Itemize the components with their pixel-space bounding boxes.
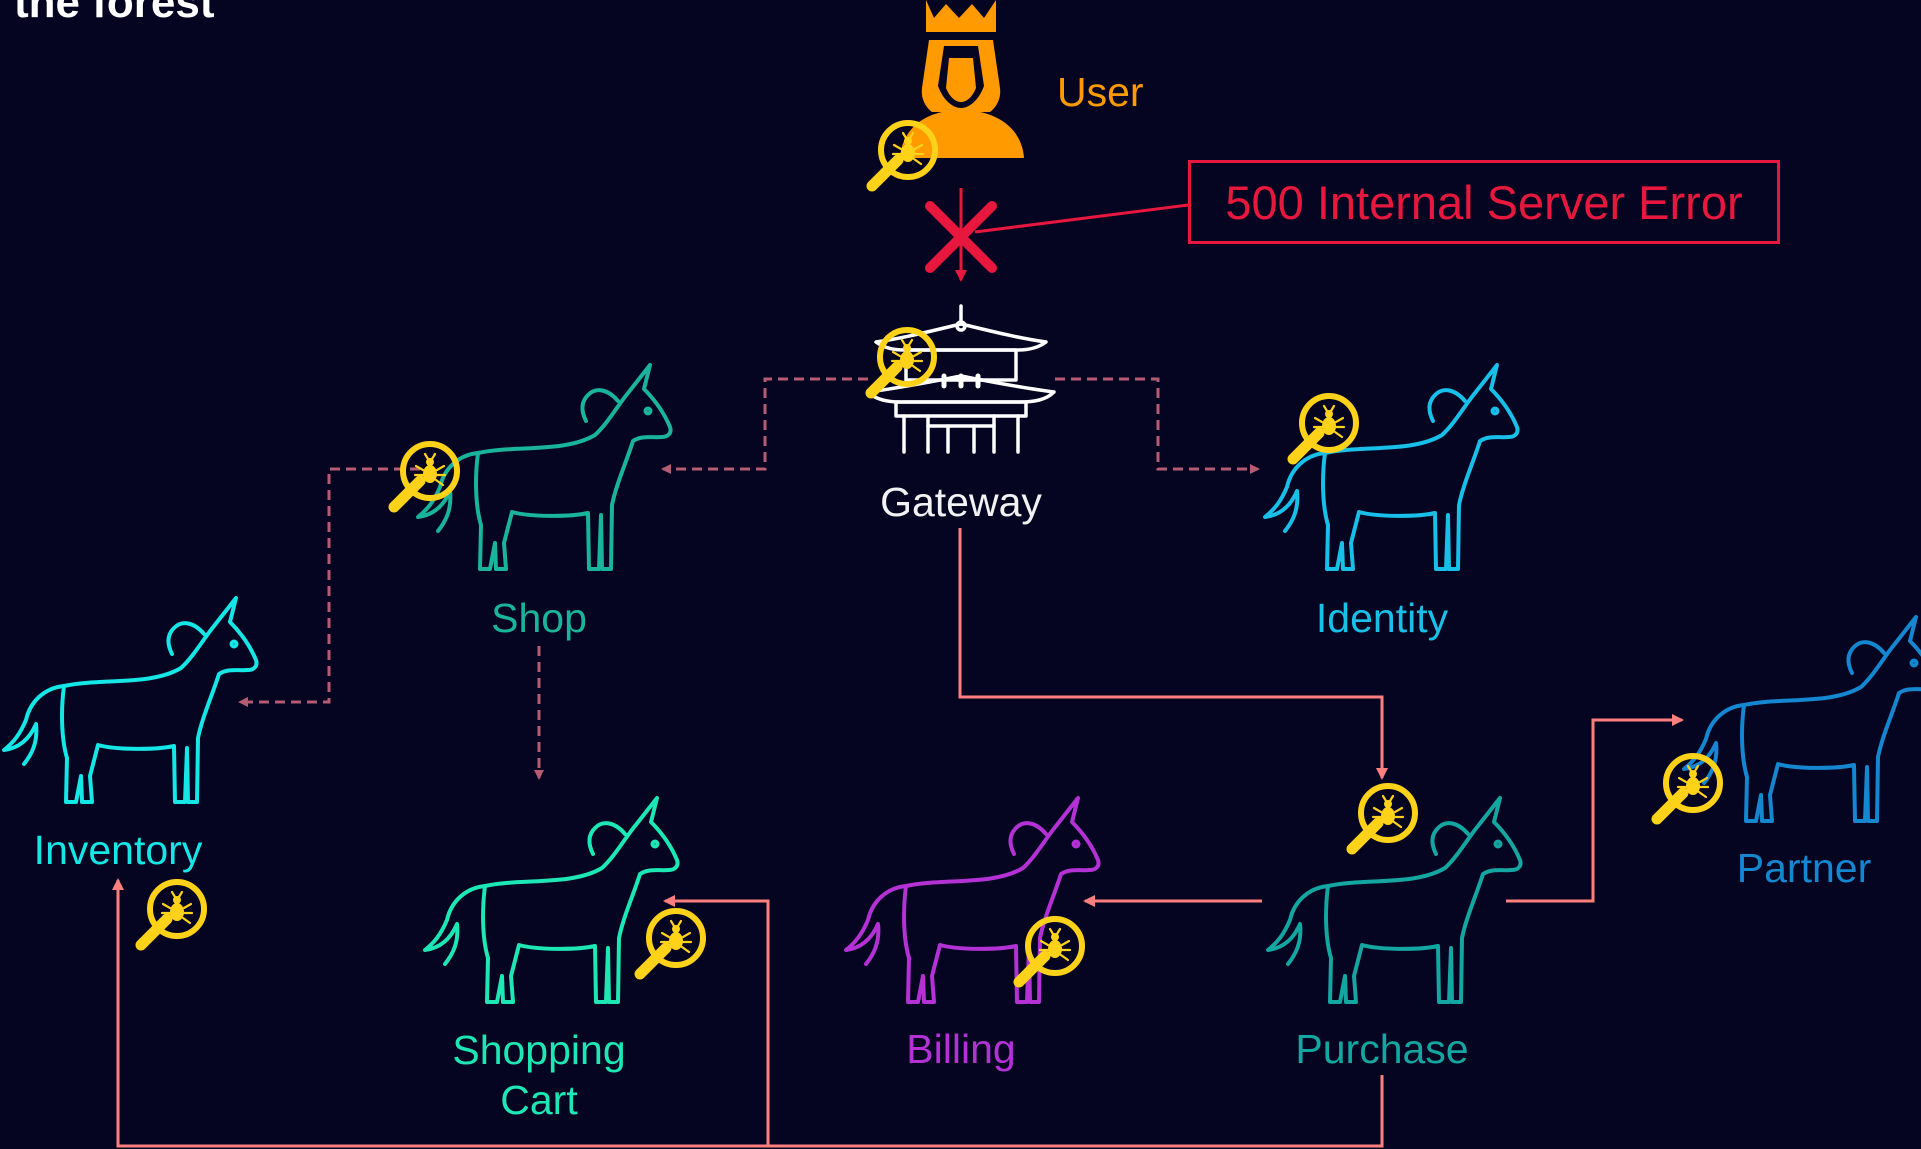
shopping-cart-bug-badge-icon (640, 911, 703, 974)
user-with-crown-icon (900, 0, 1024, 158)
inventory-label: Inventory (33, 827, 203, 873)
shopping-cart-label-line2: Cart (500, 1077, 578, 1123)
partner-label: Partner (1736, 845, 1872, 891)
partner-bug-badge-icon (1657, 756, 1720, 819)
identity-label: Identity (1315, 595, 1449, 641)
shop-label: Shop (491, 595, 587, 641)
identity-unicorn-icon (1263, 363, 1520, 571)
edge-gateway-identity (1055, 377, 1260, 474)
error-message-box: 500 Internal Server Error (1188, 160, 1780, 244)
inventory-unicorn-icon (2, 596, 259, 804)
error-message: 500 Internal Server Error (1225, 175, 1743, 229)
billing-bug-badge-icon (1019, 919, 1082, 982)
edge-shop-inventory (238, 467, 420, 707)
inventory-bug-badge-icon (141, 882, 204, 945)
edge-purchase-shopping-cart (663, 895, 1384, 1148)
edge-purchase-inventory (112, 878, 768, 1148)
edge-gateway-purchase (958, 528, 1388, 780)
edge-purchase-partner (1506, 714, 1684, 903)
shopping-cart-label: Shopping Cart (452, 1025, 625, 1125)
edge-gateway-shop (661, 377, 868, 474)
purchase-label: Purchase (1295, 1026, 1469, 1072)
user-label: User (1057, 69, 1144, 115)
slide-title-fragment: the forest (14, 0, 215, 27)
gateway-label: Gateway (880, 479, 1042, 525)
error-callout-line (974, 203, 1189, 234)
red-x-icon (925, 201, 997, 273)
purchase-bug-badge-icon (1352, 786, 1415, 849)
billing-label: Billing (906, 1026, 1016, 1072)
shopping-cart-label-line1: Shopping (452, 1027, 626, 1073)
purchase-unicorn-icon (1266, 796, 1523, 1004)
